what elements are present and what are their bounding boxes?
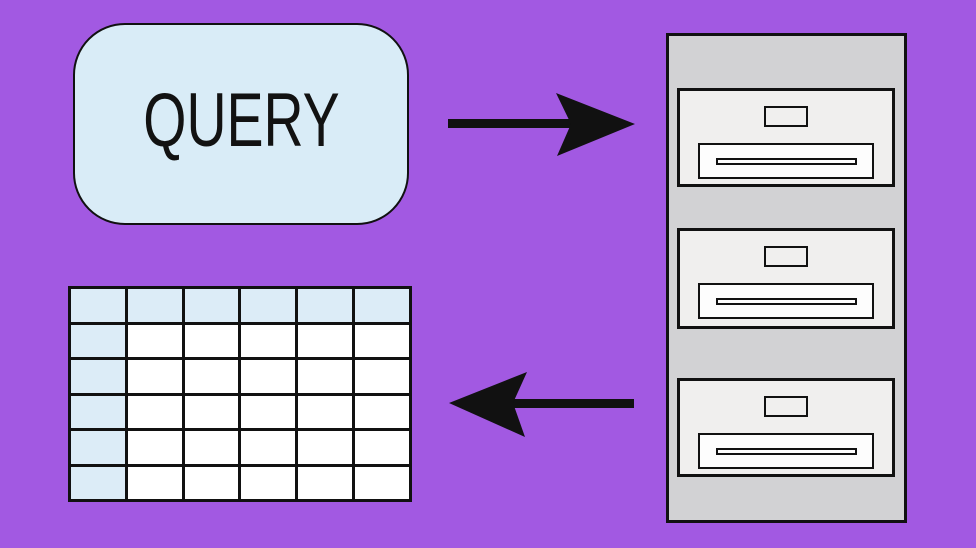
header-cell <box>68 428 128 467</box>
drawer-handle-bar <box>715 447 857 455</box>
data-cell <box>124 321 185 360</box>
header-cell <box>181 286 242 325</box>
data-cell <box>295 321 356 360</box>
data-cell <box>295 392 356 431</box>
drawer-handle-bar <box>715 157 857 165</box>
data-cell <box>238 321 299 360</box>
data-cell <box>238 428 299 467</box>
data-cell <box>238 357 299 396</box>
header-cell <box>295 286 356 325</box>
drawer-handle <box>698 433 874 469</box>
data-cell <box>295 357 356 396</box>
table-row <box>68 392 412 431</box>
result-table <box>68 286 412 502</box>
drawer-handle <box>698 143 874 179</box>
table-row <box>68 321 412 360</box>
cabinet-drawer <box>677 228 895 329</box>
data-cell <box>181 463 242 502</box>
data-cell <box>295 463 356 502</box>
header-cell <box>68 392 128 431</box>
filing-cabinet-icon <box>666 33 907 523</box>
data-cell <box>352 321 412 360</box>
data-cell <box>238 463 299 502</box>
data-cell <box>352 357 412 396</box>
header-cell <box>68 286 128 325</box>
data-cell <box>124 463 185 502</box>
header-cell <box>68 357 128 396</box>
query-label: QUERY <box>142 78 340 163</box>
data-cell <box>181 321 242 360</box>
arrow-right-icon <box>448 93 635 156</box>
header-cell <box>68 463 128 502</box>
cabinet-drawer <box>677 88 895 187</box>
data-cell <box>181 357 242 396</box>
query-node: QUERY <box>73 23 409 225</box>
table-row <box>68 428 412 467</box>
data-cell <box>352 463 412 502</box>
data-cell <box>124 428 185 467</box>
table-row <box>68 286 412 325</box>
arrow-left-icon <box>449 372 634 437</box>
data-cell <box>181 392 242 431</box>
table-row <box>68 463 412 502</box>
data-cell <box>124 392 185 431</box>
drawer-handle-bar <box>715 297 857 305</box>
header-cell <box>238 286 299 325</box>
data-cell <box>295 428 356 467</box>
header-cell <box>124 286 185 325</box>
data-cell <box>124 357 185 396</box>
drawer-label-plate <box>764 246 808 267</box>
header-cell <box>68 321 128 360</box>
data-cell <box>352 428 412 467</box>
drawer-label-plate <box>764 396 808 417</box>
header-cell <box>352 286 412 325</box>
data-cell <box>352 392 412 431</box>
drawer-handle <box>698 283 874 319</box>
drawer-label-plate <box>764 106 808 127</box>
table-row <box>68 357 412 396</box>
cabinet-drawer <box>677 378 895 477</box>
data-cell <box>181 428 242 467</box>
data-cell <box>238 392 299 431</box>
